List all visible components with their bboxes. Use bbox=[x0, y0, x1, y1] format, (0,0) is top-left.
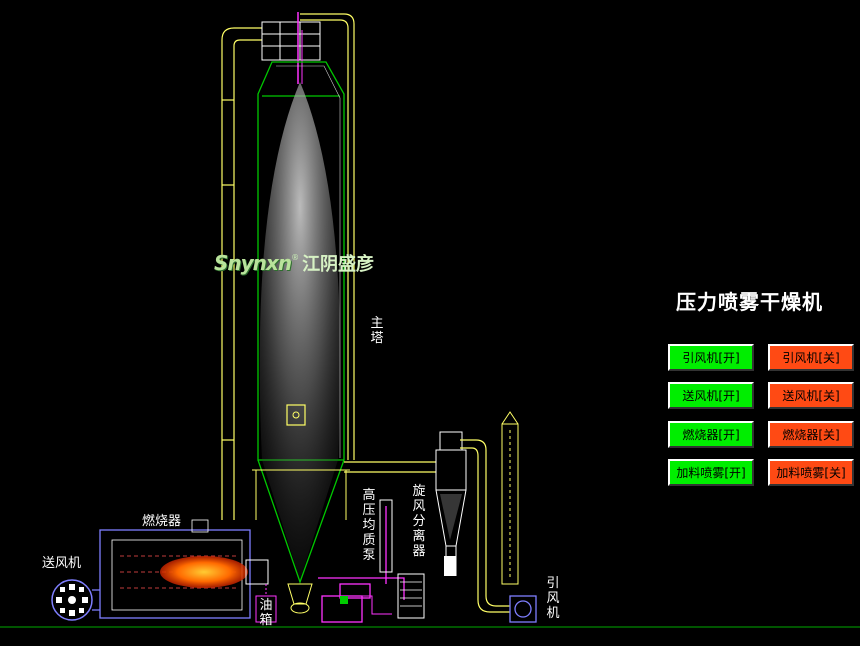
burner-off-button[interactable]: 燃烧器[关] bbox=[768, 421, 854, 448]
discharge-valve bbox=[287, 583, 313, 614]
feed-line bbox=[360, 595, 392, 615]
inspection-door bbox=[286, 404, 306, 426]
feed-spray-off-button[interactable]: 加料喷雾[关] bbox=[768, 459, 854, 486]
exhaust-duct bbox=[344, 461, 436, 473]
exhaust-fan-off-button[interactable]: 引风机[关] bbox=[768, 344, 854, 371]
top-air-pipe bbox=[300, 13, 355, 460]
exhaust-fan bbox=[509, 595, 537, 623]
oil-tank bbox=[255, 595, 277, 623]
label-burner: 燃烧器 bbox=[142, 514, 182, 529]
exhaust-fan-on-button[interactable]: 引风机[开] bbox=[668, 344, 754, 371]
label-blower: 送风机 bbox=[42, 556, 82, 571]
feed-tank bbox=[397, 573, 425, 619]
cyclone-mist bbox=[440, 494, 462, 540]
label-cyclone: 旋风分离器 bbox=[412, 484, 426, 559]
feed-tank-level bbox=[400, 581, 422, 607]
label-main-tower: 主塔 bbox=[370, 316, 384, 346]
label-hp-pump: 高压均质泵 bbox=[362, 488, 376, 563]
blower-on-button[interactable]: 送风机[开] bbox=[668, 382, 754, 409]
spray-mist bbox=[259, 82, 341, 580]
cyclone-collector bbox=[444, 556, 456, 576]
burner-head bbox=[245, 559, 269, 585]
blower-off-button[interactable]: 送风机[关] bbox=[768, 382, 854, 409]
page-title: 压力喷雾干燥机 bbox=[676, 290, 823, 314]
feed-spray-on-button[interactable]: 加料喷雾[开] bbox=[668, 459, 754, 486]
label-oil-tank: 油箱 bbox=[259, 598, 273, 628]
company-name: 江阴盛彦 bbox=[302, 254, 375, 275]
tower-inner-wall bbox=[276, 65, 341, 458]
company-logo: Snynxn ® 江阴盛彦 bbox=[214, 250, 374, 276]
fan-duct bbox=[460, 439, 510, 613]
registered-mark: ® bbox=[291, 252, 300, 262]
burner-on-button[interactable]: 燃烧器[开] bbox=[668, 421, 754, 448]
door-handle bbox=[292, 411, 300, 419]
pump-motor bbox=[340, 596, 348, 604]
label-exhaust-fan: 引风机 bbox=[546, 576, 560, 621]
hot-air-duct bbox=[221, 27, 262, 520]
tower-top-plenum bbox=[261, 21, 321, 61]
tower-support bbox=[252, 469, 350, 520]
brand-mark: Snynxn bbox=[214, 251, 292, 275]
blower-fan bbox=[51, 579, 100, 621]
burner-flame bbox=[160, 556, 248, 588]
chimney bbox=[501, 411, 519, 585]
